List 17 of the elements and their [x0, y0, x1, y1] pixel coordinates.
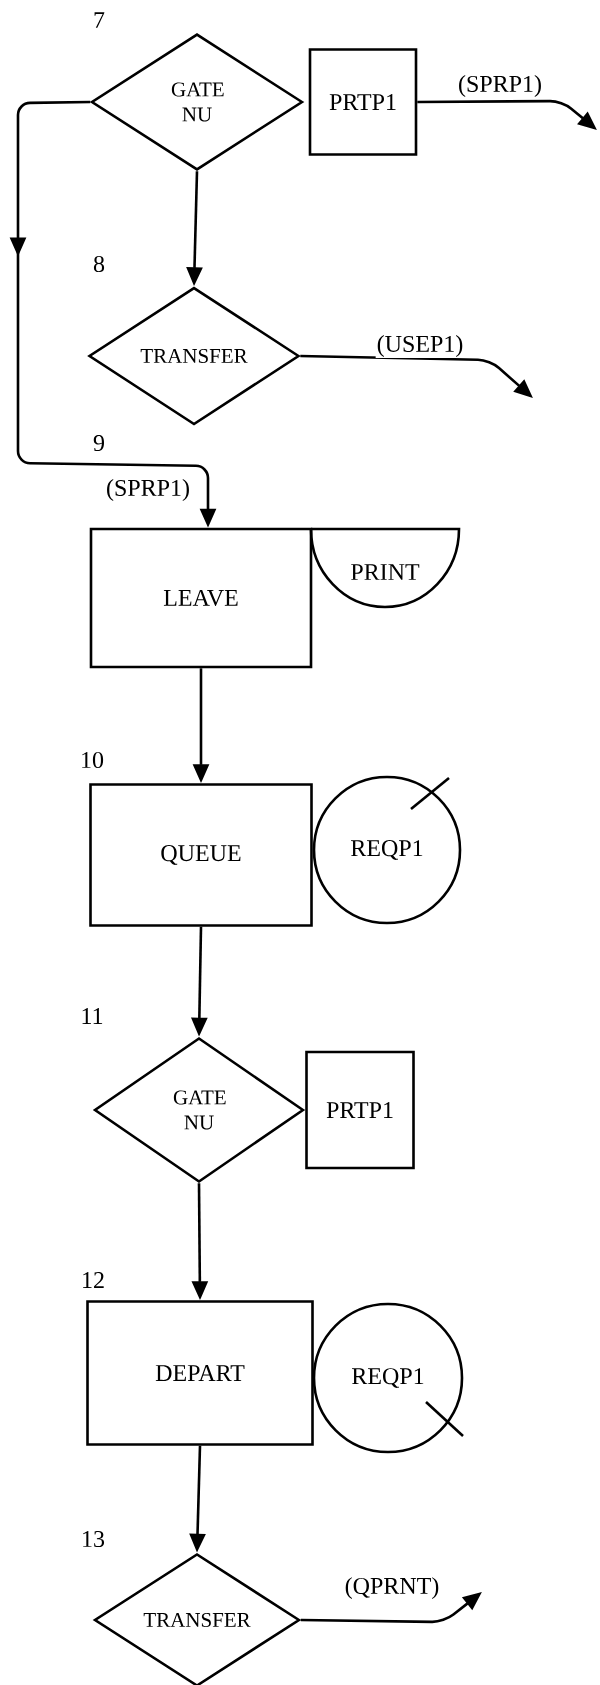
block-number: 7	[94, 12, 105, 28]
block-number: 11	[82, 1008, 103, 1024]
edge-label: (SPRP1)	[457, 74, 543, 98]
block-box: LEAVE	[89, 527, 313, 669]
block-box: PRTP1	[308, 48, 418, 156]
edge-label: (SPRP1)	[105, 478, 191, 502]
block-number: 13	[83, 1530, 105, 1548]
block-number: 9	[93, 434, 104, 452]
semicircle-symbol: PRINT	[309, 527, 461, 609]
block-box: QUEUE	[89, 783, 313, 927]
block-box: DEPART	[86, 1300, 314, 1446]
block-number: 12	[83, 1272, 104, 1288]
edge-label: (QPRNT)	[343, 1576, 441, 1600]
block-number: 10	[82, 751, 104, 769]
edge-label: (USEP1)	[375, 334, 465, 358]
block-number: 8	[93, 255, 105, 273]
block-box: PRTP1	[305, 1050, 415, 1170]
